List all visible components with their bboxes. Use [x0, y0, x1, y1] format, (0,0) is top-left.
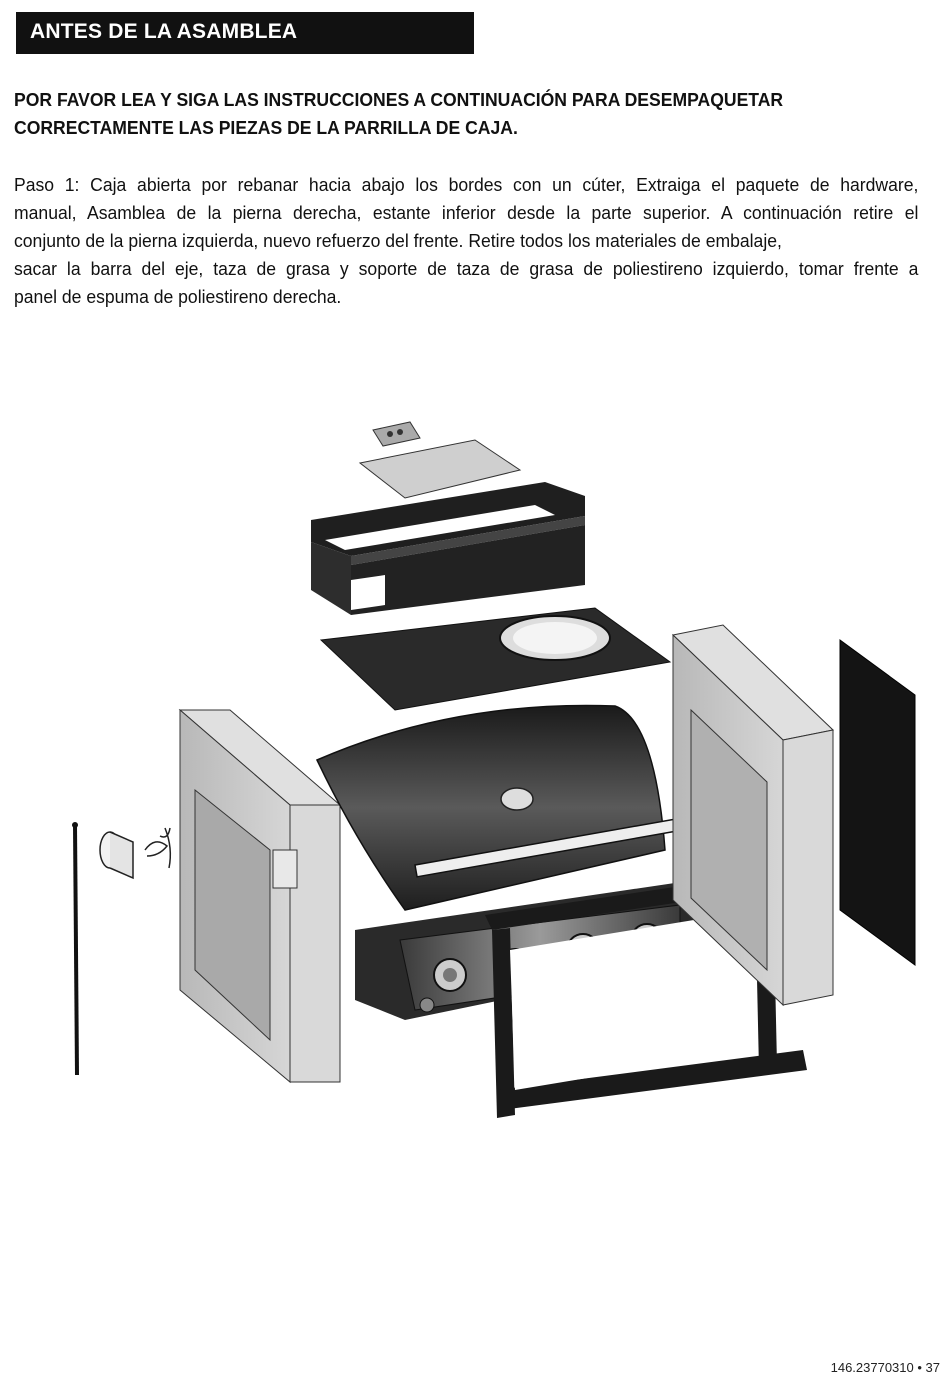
- step-line: Paso 1: Caja abierta por rebanar hacia a…: [14, 174, 919, 195]
- page-reference: 146.23770310 • 37: [830, 1360, 940, 1375]
- step-line: panel de espuma de poliestireno derecha.: [14, 286, 342, 307]
- axle-rod: [72, 822, 79, 1076]
- step-line: sacar la barra del eje, taza de grasa y …: [14, 258, 919, 279]
- manual-booklet: [358, 439, 522, 499]
- step-line: manual, Asamblea de la pierna derecha, e…: [14, 202, 919, 223]
- step-line: conjunto de la pierna izquierda, nuevo r…: [14, 230, 782, 251]
- control-knob: [433, 958, 467, 992]
- right-foam-block: [671, 624, 835, 1007]
- intro-text: POR FAVOR LEA Y SIGA LAS INSTRUCCIONES A…: [14, 86, 874, 142]
- grease-cup-bracket: [144, 827, 172, 869]
- step-1-text: Paso 1: Caja abierta por rebanar hacia a…: [14, 171, 918, 311]
- section-title: ANTES DE LA ASAMBLEA: [30, 20, 298, 43]
- intro-line: POR FAVOR LEA Y SIGA LAS INSTRUCCIONES A…: [14, 89, 784, 110]
- right-foam-panel: [839, 639, 916, 966]
- section-header: ANTES DE LA ASAMBLEA: [16, 12, 474, 54]
- left-foam-block: [178, 708, 342, 1084]
- exploded-grill-diagram: [72, 421, 916, 1118]
- grease-cup: [99, 831, 134, 880]
- intro-line: CORRECTAMENTE LAS PIEZAS DE LA PARRILLA …: [14, 117, 518, 138]
- front-brace-frame: [311, 482, 585, 615]
- hardware-pack: [372, 421, 421, 447]
- bottom-shelf-plate: [319, 607, 672, 711]
- front-leg-frame: [485, 870, 807, 1118]
